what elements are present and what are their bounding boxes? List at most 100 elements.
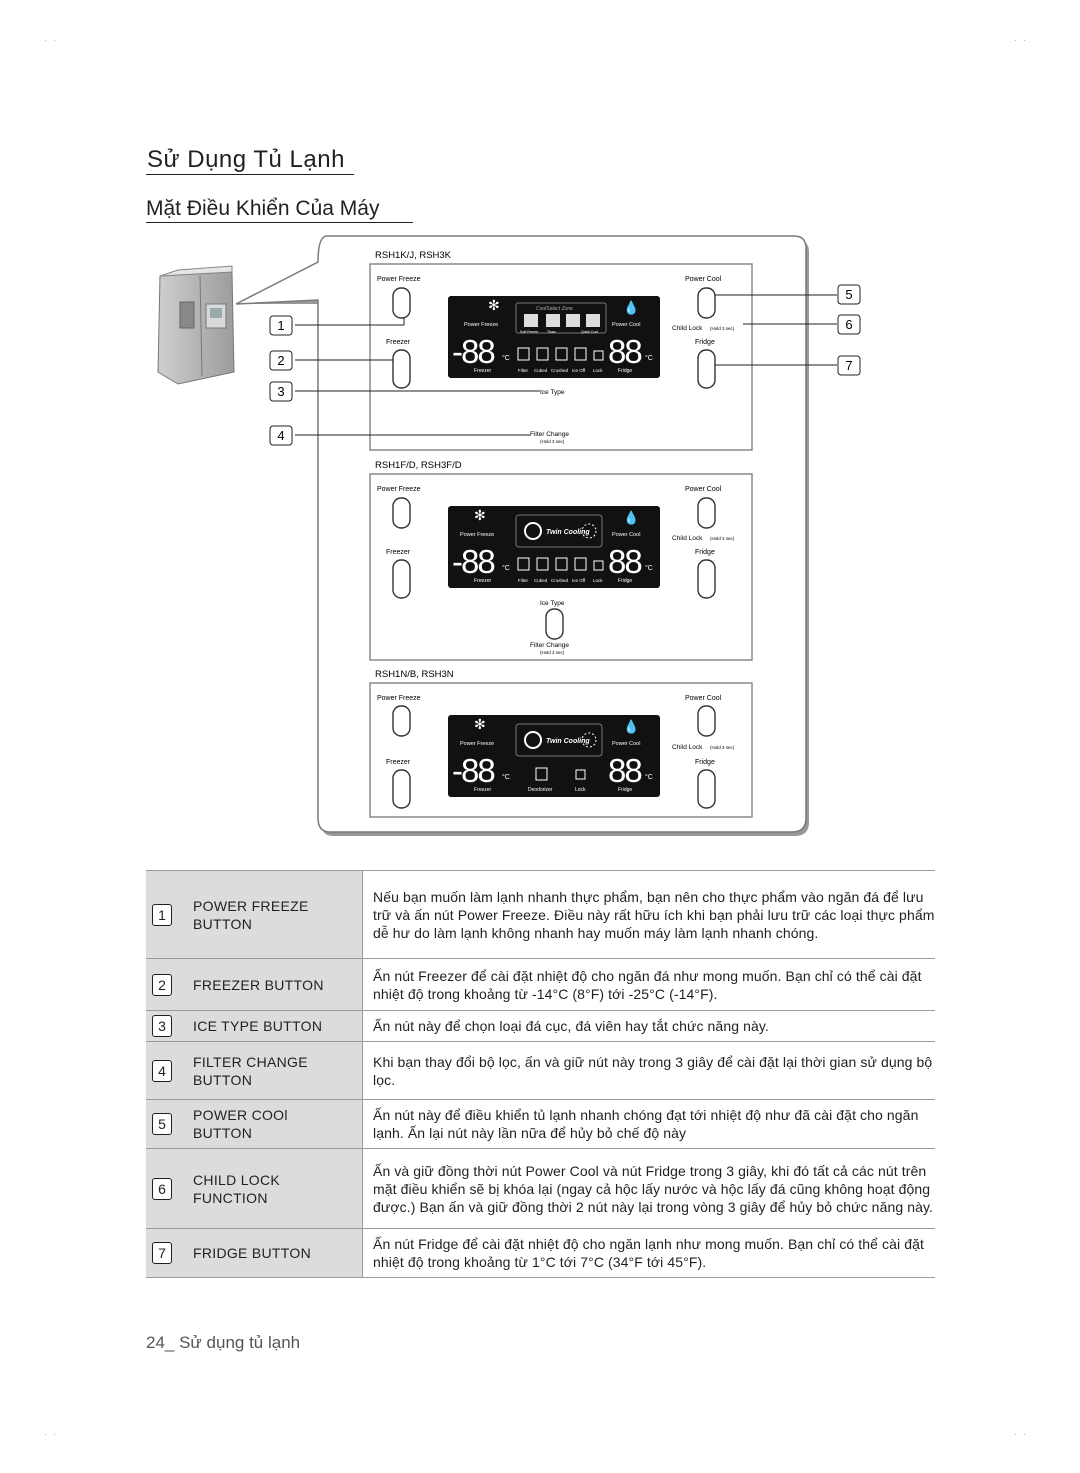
twin-cooling-fan-icon <box>581 523 597 539</box>
display-bottom-cubed: Cubed <box>534 578 548 583</box>
callout-6-label: 6 <box>845 317 852 332</box>
water-drop-icon: 💧 <box>623 510 639 525</box>
panel2-ice-type-button[interactable] <box>545 608 564 640</box>
panel1-power-freeze-button[interactable] <box>392 287 411 319</box>
refrigerator-icon <box>157 265 235 385</box>
button-name: FRIDGE BUTTON <box>193 1245 311 1261</box>
panel1-power-cool-button[interactable] <box>697 287 716 319</box>
callout-5 <box>837 284 861 305</box>
button-description: Nếu bạn muốn làm lạnh nhanh thực phẩm, b… <box>362 870 935 959</box>
deodorizer-icon <box>535 767 548 781</box>
panel2-power-cool-label: Power Cool <box>685 486 722 493</box>
filter-icon <box>517 347 530 361</box>
callout-1-label: 1 <box>277 318 284 333</box>
freezer-temp-digits: -88 <box>452 752 494 789</box>
crushed-ice-icon <box>555 347 568 361</box>
panel3-power-freeze-button[interactable] <box>392 705 411 737</box>
crop-mark: · · <box>1014 36 1026 45</box>
control-panel-diagram: RSH1K/J, RSH3K Power Freeze Freezer Powe… <box>157 235 861 836</box>
title-underline <box>146 174 354 175</box>
fridge-temp-unit: °C <box>645 354 653 362</box>
button-name-cell: 4 FILTER CHANGE BUTTON <box>146 1041 363 1100</box>
twin-cooling-label: Twin Cooling <box>546 529 590 536</box>
freezer-temp-unit: °C <box>502 354 510 362</box>
panel2-freezer-button[interactable] <box>392 559 411 599</box>
button-name-cell: 7 FRIDGE BUTTON <box>146 1228 363 1278</box>
display-bottom-lock: Lock <box>593 368 603 373</box>
fridge-temp-digits: 88 <box>608 752 641 789</box>
callout-2 <box>269 350 293 371</box>
filter-icon <box>517 557 530 571</box>
panel2-power-cool-button[interactable] <box>697 497 716 529</box>
callout-3 <box>269 381 293 402</box>
freezer-temp-unit: °C <box>502 773 510 781</box>
crop-mark: · · <box>1014 1430 1026 1439</box>
display-bottom-ice-off: Ice Off <box>572 368 586 373</box>
display-bottom-crushed: Crushed <box>551 368 569 373</box>
display-bottom-fridge: Fridge <box>618 787 632 793</box>
button-name: CHILD LOCK FUNCTION <box>193 1171 281 1206</box>
display-bottom-filter: Filter <box>518 578 529 583</box>
callout-number: 7 <box>152 1242 172 1264</box>
panel3-freezer-button[interactable] <box>392 769 411 809</box>
water-drop-icon: 💧 <box>623 719 639 734</box>
panel1-model: RSH1K/J, RSH3K <box>375 250 452 261</box>
panel1-freezer-button[interactable] <box>392 349 411 389</box>
section-underline <box>146 222 413 223</box>
twin-cooling-box <box>515 514 603 548</box>
panel3-freezer-label: Freezer <box>386 759 411 766</box>
fridge-temp-digits: 88 <box>608 543 641 580</box>
display-power-cool-label: Power Cool <box>612 322 640 328</box>
page-footer: 24_ Sử dụng tủ lạnh <box>146 1333 301 1352</box>
callout-1 <box>269 315 293 336</box>
panel1-child-lock-hold: (Hold 3 sec) <box>710 326 735 331</box>
panel3-power-freeze-label: Power Freeze <box>377 695 421 702</box>
panel3-child-lock-hold: (Hold 3 sec) <box>710 745 735 750</box>
lock-icon <box>593 560 604 571</box>
panel1-fridge-label: Fridge <box>695 339 715 346</box>
panel3-child-lock-label: Child Lock <box>672 744 703 751</box>
freezer-temp-unit: °C <box>502 564 510 572</box>
freezer-temp-digits: -88 <box>452 333 494 370</box>
panel3-power-cool-button[interactable] <box>697 705 716 737</box>
crop-mark: · · <box>44 1430 56 1439</box>
callout-7 <box>837 355 861 376</box>
panel3-model: RSH1N/B, RSH3N <box>375 669 454 680</box>
twin-cooling-label: Twin Cooling <box>546 738 590 745</box>
display-quick-cool: Quick Cool <box>581 330 598 334</box>
panel1-display <box>448 296 660 378</box>
button-name: FILTER CHANGE BUTTON <box>193 1053 308 1088</box>
panel2-fridge-button[interactable] <box>697 559 716 599</box>
callout-number: 4 <box>152 1059 172 1082</box>
snowflake-icon: ✻ <box>474 507 486 523</box>
callout-2-label: 2 <box>277 353 284 368</box>
panel1-fridge-button[interactable] <box>697 349 716 389</box>
display-power-freeze-label: Power Freeze <box>460 532 494 538</box>
panel2-power-freeze-button[interactable] <box>392 497 411 529</box>
display-bottom-fridge: Fridge <box>618 368 632 374</box>
twin-cooling-icon <box>524 522 542 540</box>
panel2-filter-hold: (Hold 3 sec) <box>540 650 565 655</box>
twin-cooling-icon <box>524 731 542 749</box>
display-power-cool-label: Power Cool <box>612 741 640 747</box>
fridge-temp-unit: °C <box>645 564 653 572</box>
panel2-power-freeze-label: Power Freeze <box>377 486 421 493</box>
panel2-ice-type-label: Ice Type <box>540 600 565 607</box>
panel3-fridge-button[interactable] <box>697 769 716 809</box>
panel2-child-lock-label: Child Lock <box>672 535 703 542</box>
panel2-freezer-label: Freezer <box>386 549 411 556</box>
button-description: Ấn nút Freezer để cài đặt nhiệt độ cho n… <box>362 958 935 1011</box>
ice-off-icon <box>574 557 587 571</box>
callout-6 <box>837 314 861 335</box>
lock-icon <box>593 350 604 361</box>
display-power-freeze-label: Power Freeze <box>460 741 494 747</box>
